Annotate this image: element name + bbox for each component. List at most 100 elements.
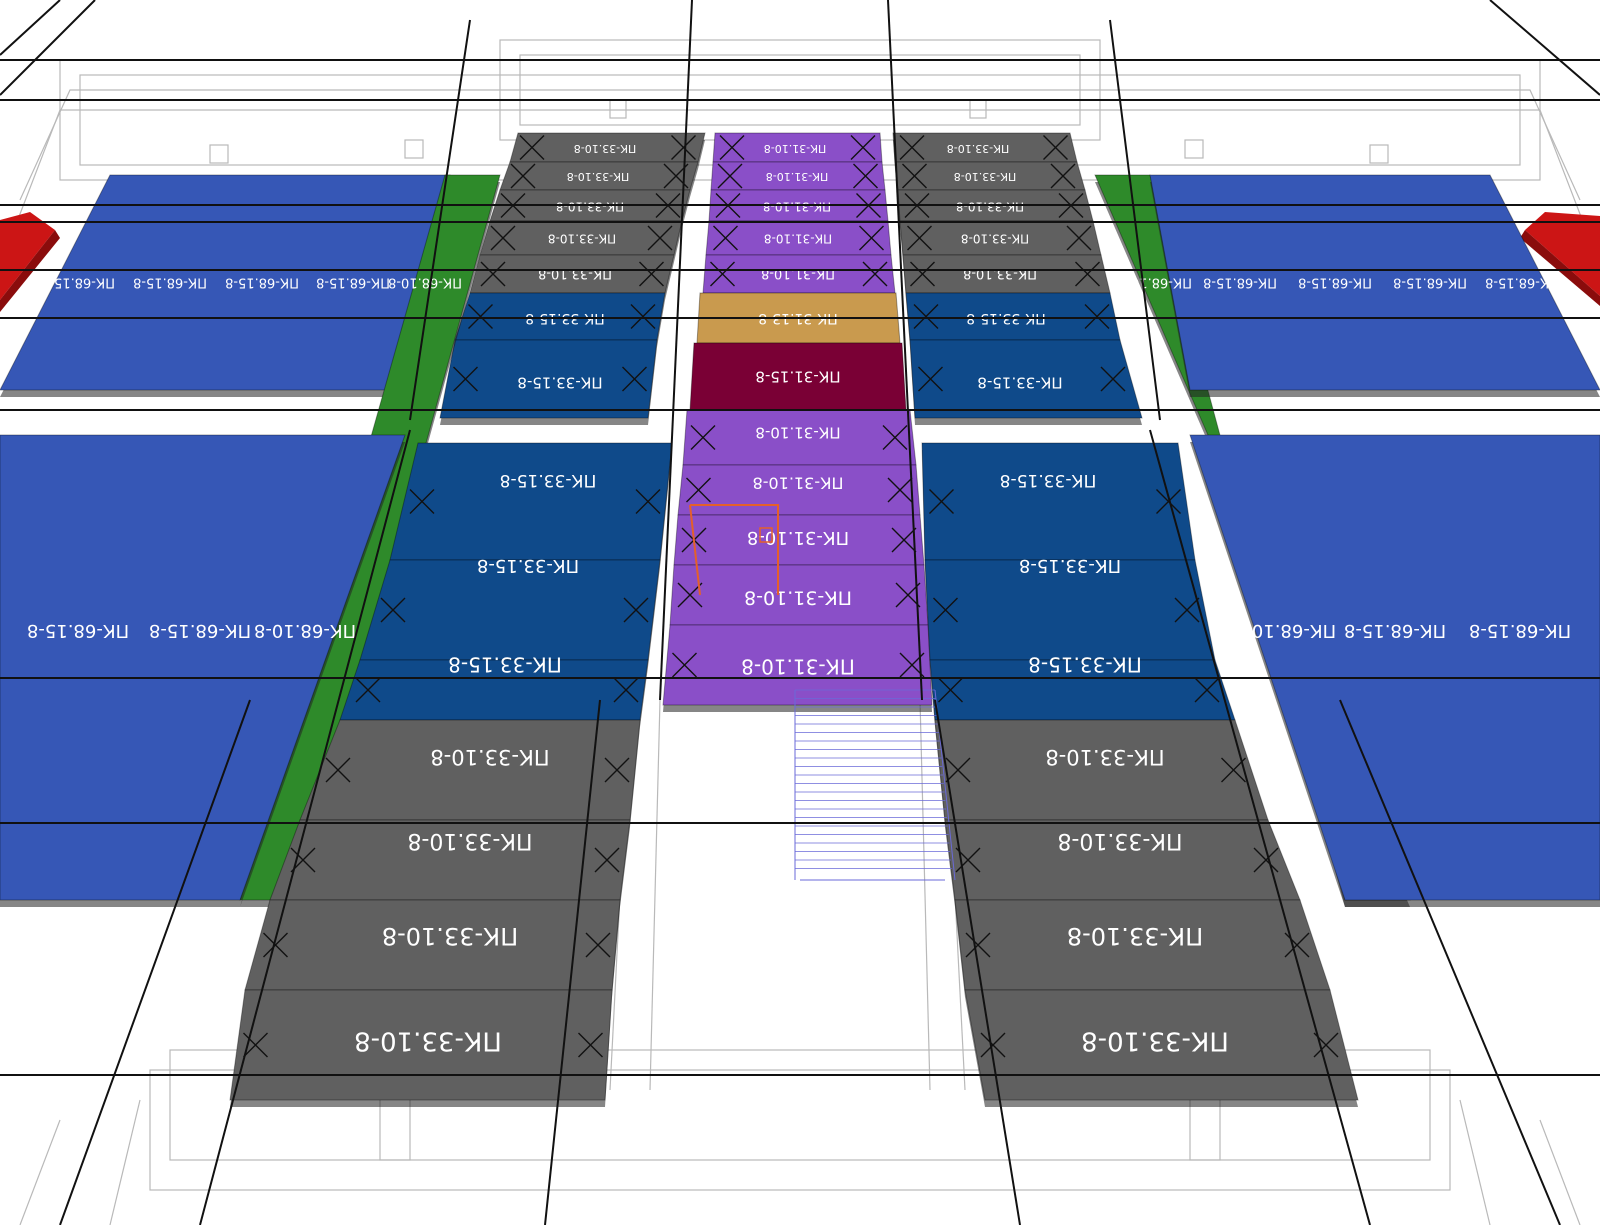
slab-label: ПК-68.10-8 — [254, 620, 356, 641]
anchor-cross-mark — [355, 677, 381, 703]
slab-label: ПК-68.10-8 — [1118, 275, 1192, 290]
anchor-cross-mark — [622, 366, 647, 392]
anchor-cross-mark — [453, 366, 478, 392]
anchor-cross-mark — [630, 304, 656, 329]
slab-face — [229, 989, 613, 1101]
anchor-cross-mark — [850, 135, 876, 160]
grid-axis-line — [1109, 19, 1161, 421]
slab-label: ПК-31.10-8 — [755, 424, 840, 442]
slab-20 — [909, 339, 1143, 425]
slab-face — [921, 442, 1196, 561]
slab-44 — [924, 559, 1216, 667]
slab-label: ПК-68.15-8 — [149, 620, 251, 641]
red-element-left — [0, 212, 55, 300]
anchor-cross-mark — [1075, 261, 1100, 287]
red-element-right — [1525, 212, 1600, 296]
anchor-cross-mark — [945, 757, 971, 783]
slab-54 — [1189, 434, 1600, 907]
slab-10 — [705, 220, 892, 262]
anchor-cross-mark — [1194, 677, 1220, 703]
slab-35 — [269, 819, 631, 907]
slab-face — [439, 339, 658, 419]
anchor-cross-mark — [677, 582, 703, 608]
anchor-cross-mark — [380, 597, 406, 623]
anchor-cross-mark — [902, 163, 927, 189]
slab-label: ПК-33.10-8 — [548, 232, 616, 246]
anchor-cross-mark — [1253, 847, 1279, 873]
anchor-cross-mark — [1066, 225, 1092, 251]
grid-axis-line — [199, 429, 411, 1225]
slab-label: ПК-33.10-8 — [1067, 922, 1203, 950]
slab-label: ПК-33.10-8 — [407, 828, 532, 853]
anchor-cross-mark — [862, 261, 888, 287]
anchor-cross-mark — [490, 225, 516, 251]
grid-axis-line — [659, 0, 693, 701]
slab-label: ПК-33.10-8 — [1045, 745, 1164, 769]
anchor-cross-mark — [1100, 366, 1126, 392]
anchor-cross-mark — [635, 489, 661, 514]
slab-49 — [964, 989, 1359, 1107]
anchor-cross-mark — [623, 597, 649, 623]
anchor-cross-mark — [1050, 163, 1076, 189]
anchor-cross-mark — [899, 135, 925, 160]
slab-43 — [921, 442, 1196, 567]
slab-label: ПК-33.15-8 — [1000, 470, 1097, 490]
slab-label: ПК-68.15-8 — [316, 275, 390, 290]
slab-label: ПК-68.15-8 — [225, 275, 299, 290]
slab-3 — [479, 220, 683, 262]
slab-18 — [902, 254, 1111, 300]
anchor-cross-mark — [690, 425, 716, 450]
anchor-cross-mark — [672, 652, 697, 678]
slab-47 — [944, 819, 1301, 907]
anchor-cross-mark — [409, 489, 435, 514]
slab-label: ПК-33.10-8 — [538, 266, 612, 281]
slab-5 — [454, 292, 666, 347]
slab-face — [909, 339, 1143, 419]
anchor-cross-mark — [907, 225, 932, 251]
grid-axis-line — [0, 0, 61, 56]
grid-axis-line — [1489, 0, 1600, 96]
slab-label: ПК-33.15-8 — [500, 470, 597, 490]
slab-37 — [229, 989, 613, 1107]
slab-14 — [892, 132, 1078, 169]
slab-48 — [954, 899, 1331, 997]
slab-label: ПК-33.15-8 — [477, 555, 579, 576]
slab-label: ПК-33.15-8 — [448, 653, 562, 677]
slab-label: ПК-33.10-8 — [430, 745, 549, 769]
anchor-cross-mark — [585, 932, 611, 958]
orange-marker — [689, 504, 779, 596]
anchor-cross-mark — [1084, 304, 1110, 329]
anchor-cross-mark — [1174, 597, 1200, 623]
anchor-cross-mark — [887, 477, 913, 503]
slab-label: ПК-68.10-8 — [1234, 620, 1336, 641]
slab-label: ПК-33.10-8 — [556, 200, 624, 214]
stair-wireframe — [794, 689, 956, 881]
slab-39 — [677, 464, 921, 522]
slab-label: ПК-68.15-8 — [41, 275, 115, 290]
slab-label: ПК-33.15-8 — [1028, 653, 1142, 677]
slab-label: ПК-33.10-8 — [963, 266, 1037, 281]
anchor-cross-mark — [719, 135, 745, 160]
slab-41 — [669, 564, 929, 632]
slab-13 — [689, 342, 907, 417]
slab-label: ПК-68.15-8 — [1344, 620, 1446, 641]
anchor-cross-mark — [686, 477, 711, 503]
anchor-cross-mark — [918, 366, 943, 392]
slab-label: ПК-68.10-8 — [388, 275, 462, 290]
slab-42 — [662, 624, 933, 712]
slab-label: ПК-33.10-8 — [382, 922, 518, 950]
slab-4 — [469, 254, 675, 300]
slab-50 — [0, 434, 406, 907]
slab-38 — [682, 409, 917, 472]
slab-45 — [929, 659, 1236, 727]
slab-face — [389, 442, 673, 561]
slab-label: ПК-33.15-8 — [1019, 555, 1121, 576]
slab-label: ПК-33.10-8 — [1057, 828, 1182, 853]
slab-label: ПК-68.15-8 — [1485, 275, 1559, 290]
wireframe-background — [9, 39, 1591, 1225]
slab-label: ПК-31.10-8 — [753, 474, 844, 493]
slab-label: ПК-33.10-8 — [947, 142, 1010, 155]
slab-33 — [339, 659, 649, 727]
anchor-cross-mark — [468, 304, 493, 329]
